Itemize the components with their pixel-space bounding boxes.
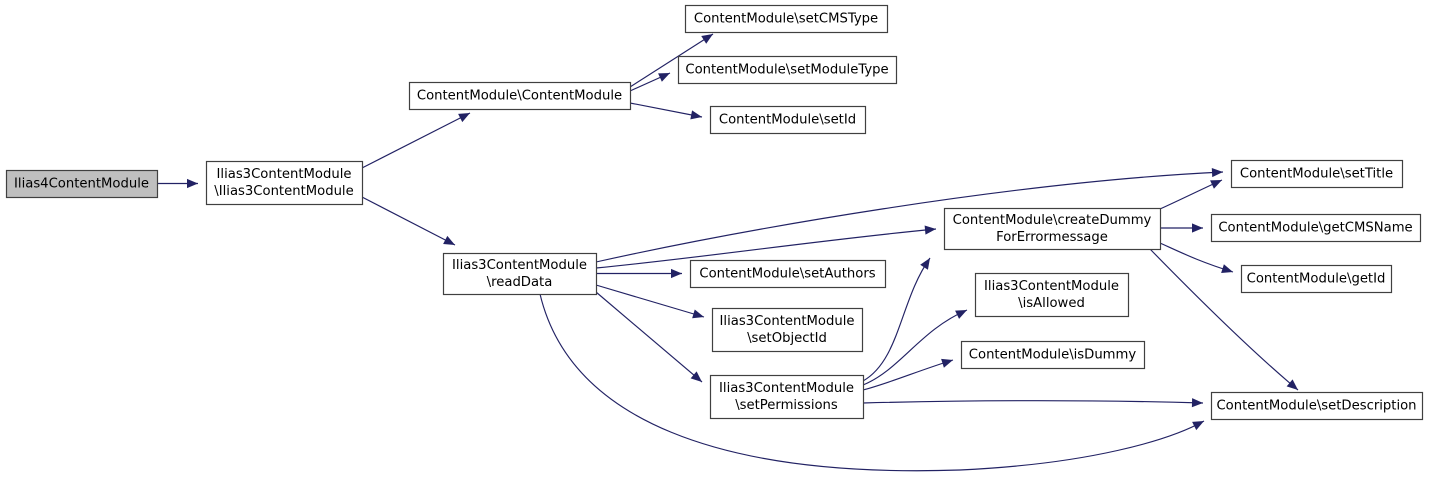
node-box[interactable] xyxy=(408,81,632,111)
node-label: Ilias4ContentModule xyxy=(14,177,149,192)
call-edge-n9-to-n12 xyxy=(862,359,954,391)
graph-node-contentmodule-settitle[interactable]: ContentModule\setTitle xyxy=(1230,159,1404,189)
arrowhead-icon xyxy=(920,258,930,270)
arrowhead-icon xyxy=(187,178,198,189)
node-box[interactable] xyxy=(5,169,159,199)
graph-node-contentmodule-getcmsname[interactable]: ContentModule\getCMSName xyxy=(1210,213,1422,243)
graph-node-contentmodule-setcmstype[interactable]: ContentModule\setCMSType xyxy=(684,4,889,34)
node-box[interactable] xyxy=(205,160,364,206)
node-box[interactable] xyxy=(960,340,1146,370)
graph-node-contentmodule-isdummy[interactable]: ContentModule\isDummy xyxy=(960,340,1146,370)
node-label: ForErrormessage xyxy=(996,230,1108,245)
node-label: ContentModule\createDummy xyxy=(953,213,1152,228)
node-label: Ilias3ContentModule xyxy=(720,314,855,329)
arrowhead-icon xyxy=(690,110,702,120)
graph-node-contentmodule-setmoduletype[interactable]: ContentModule\setModuleType xyxy=(677,55,898,85)
node-label: Ilias3ContentModule xyxy=(217,167,352,182)
node-box[interactable] xyxy=(677,55,898,85)
call-edge-n9-to-n16 xyxy=(862,400,1204,404)
call-edge-n1-to-n6 xyxy=(361,196,456,246)
node-label: \isAllowed xyxy=(1018,296,1085,311)
arrowhead-icon xyxy=(692,309,704,319)
node-label: ContentModule\setTitle xyxy=(1240,167,1393,182)
call-edge-n2-to-n3 xyxy=(629,33,714,88)
graph-node-contentmodule-getid[interactable]: ContentModule\getId xyxy=(1240,264,1393,294)
node-label: ContentModule\setCMSType xyxy=(694,12,878,27)
graph-node-ilias3contentmodule-setobjectid[interactable]: Ilias3ContentModule \setObjectId xyxy=(711,307,864,353)
node-box[interactable] xyxy=(1240,264,1393,294)
arrowhead-icon xyxy=(1286,379,1298,390)
graph-node-ilias3contentmodule-isallowed[interactable]: Ilias3ContentModule \isAllowed xyxy=(974,272,1130,318)
node-label: ContentModule\setModuleType xyxy=(685,63,888,78)
call-edge-n6-to-n10 xyxy=(595,228,937,269)
node-box[interactable] xyxy=(711,307,864,353)
call-edge-n9-to-n11 xyxy=(862,309,968,386)
arrowhead-icon xyxy=(443,235,455,245)
node-box[interactable] xyxy=(684,4,889,34)
edges-layer xyxy=(157,33,1299,472)
node-box[interactable] xyxy=(1210,213,1422,243)
node-label: Ilias3ContentModule xyxy=(452,258,587,273)
arrowhead-icon xyxy=(1191,398,1203,408)
arrowhead-icon xyxy=(658,73,670,82)
node-box[interactable] xyxy=(442,252,598,296)
call-edge-n1-to-n2 xyxy=(361,112,471,169)
node-box[interactable] xyxy=(943,207,1162,251)
call-edge-n6-to-n8 xyxy=(595,284,705,318)
node-label: ContentModule\setDescription xyxy=(1216,399,1416,414)
node-label: ContentModule\setAuthors xyxy=(699,267,875,282)
node-box[interactable] xyxy=(709,374,865,420)
call-edge-n6-to-n16 xyxy=(539,293,1205,472)
node-label: ContentModule\setId xyxy=(719,113,856,128)
arrowhead-icon xyxy=(701,34,713,44)
graph-node-ilias3contentmodule-setpermissions[interactable]: Ilias3ContentModule \setPermissions xyxy=(709,374,865,420)
call-edge-n6-to-n13 xyxy=(595,171,1224,263)
node-label: ContentModule\ContentModule xyxy=(417,89,622,104)
node-label: \setPermissions xyxy=(735,398,838,413)
nodes-layer: Ilias4ContentModuleIlias3ContentModule\I… xyxy=(5,4,1424,421)
graph-node-contentmodule-setdescription[interactable]: ContentModule\setDescription xyxy=(1210,391,1424,421)
call-edge-n10-to-n16 xyxy=(1149,248,1299,391)
graph-node-contentmodule-contentmodule[interactable]: ContentModule\ContentModule xyxy=(408,81,632,111)
node-label: \readData xyxy=(487,275,553,290)
node-label: ContentModule\getId xyxy=(1247,272,1386,287)
node-box[interactable] xyxy=(1230,159,1404,189)
graph-node-contentmodule-setauthors[interactable]: ContentModule\setAuthors xyxy=(689,259,887,289)
graph-node-ilias3contentmodule-readdata[interactable]: Ilias3ContentModule \readData xyxy=(442,252,598,296)
arrowhead-icon xyxy=(671,268,682,279)
call-edge-n6-to-n9 xyxy=(595,291,703,383)
node-label: ContentModule\getCMSName xyxy=(1218,221,1412,236)
arrowhead-icon xyxy=(1211,167,1223,178)
arrowhead-icon xyxy=(1192,223,1203,233)
node-label: Ilias3ContentModule xyxy=(719,381,854,396)
call-edge-n10-to-n15 xyxy=(1159,242,1234,273)
arrowhead-icon xyxy=(1210,180,1222,189)
node-label: \setObjectId xyxy=(747,331,827,346)
graph-node-contentmodule-setid[interactable]: ContentModule\setId xyxy=(709,105,867,135)
node-box[interactable] xyxy=(1210,391,1424,421)
arrowhead-icon xyxy=(458,113,470,123)
call-edge-n2-to-n5 xyxy=(629,102,703,118)
node-label: ContentModule\isDummy xyxy=(969,348,1137,363)
arrowhead-icon xyxy=(690,371,702,382)
arrowhead-icon xyxy=(941,358,953,368)
arrowhead-icon xyxy=(924,225,936,235)
arrowhead-icon xyxy=(1221,264,1233,274)
node-label: Ilias3ContentModule xyxy=(984,279,1119,294)
arrowhead-icon xyxy=(955,310,967,319)
node-box[interactable] xyxy=(974,272,1130,318)
graph-node-ilias4contentmodule[interactable]: Ilias4ContentModule xyxy=(5,169,159,199)
node-box[interactable] xyxy=(689,259,887,289)
node-box[interactable] xyxy=(709,105,867,135)
call-edge-n9-to-n10 xyxy=(862,257,931,382)
arrowhead-icon xyxy=(1192,421,1204,431)
node-label: \Ilias3ContentModule xyxy=(214,184,353,199)
graph-node-ilias3contentmodule-ilias3contentmodule[interactable]: Ilias3ContentModule \Ilias3ContentModule xyxy=(205,160,364,206)
